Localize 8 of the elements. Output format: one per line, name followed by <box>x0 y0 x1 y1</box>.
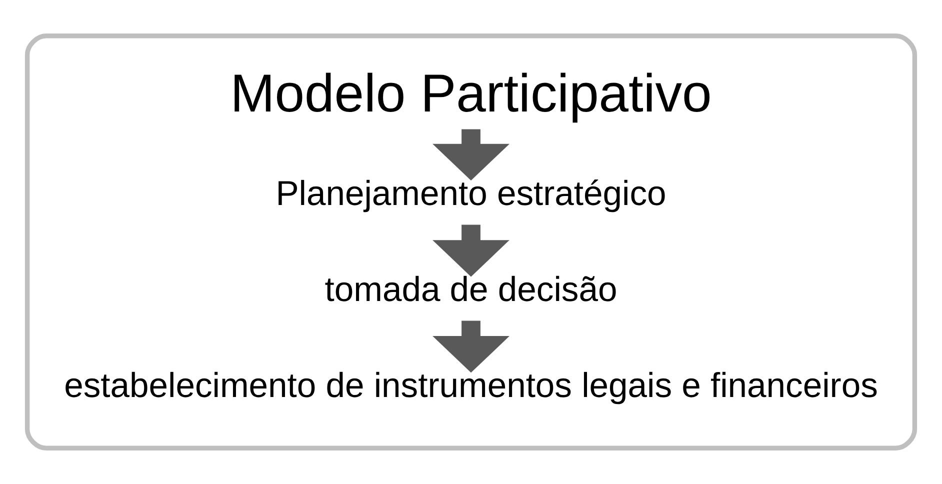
node-text: Planejamento estratégico <box>276 175 666 214</box>
node-text: estabelecimento de instrumentos legais e financeiros <box>64 367 878 406</box>
arrow <box>432 129 510 181</box>
arrow <box>432 224 510 277</box>
cluster <box>24 34 918 450</box>
node-text: tomada de decisão <box>324 271 618 310</box>
node-text: Modelo Participativo <box>230 64 712 124</box>
arrow <box>432 320 510 373</box>
